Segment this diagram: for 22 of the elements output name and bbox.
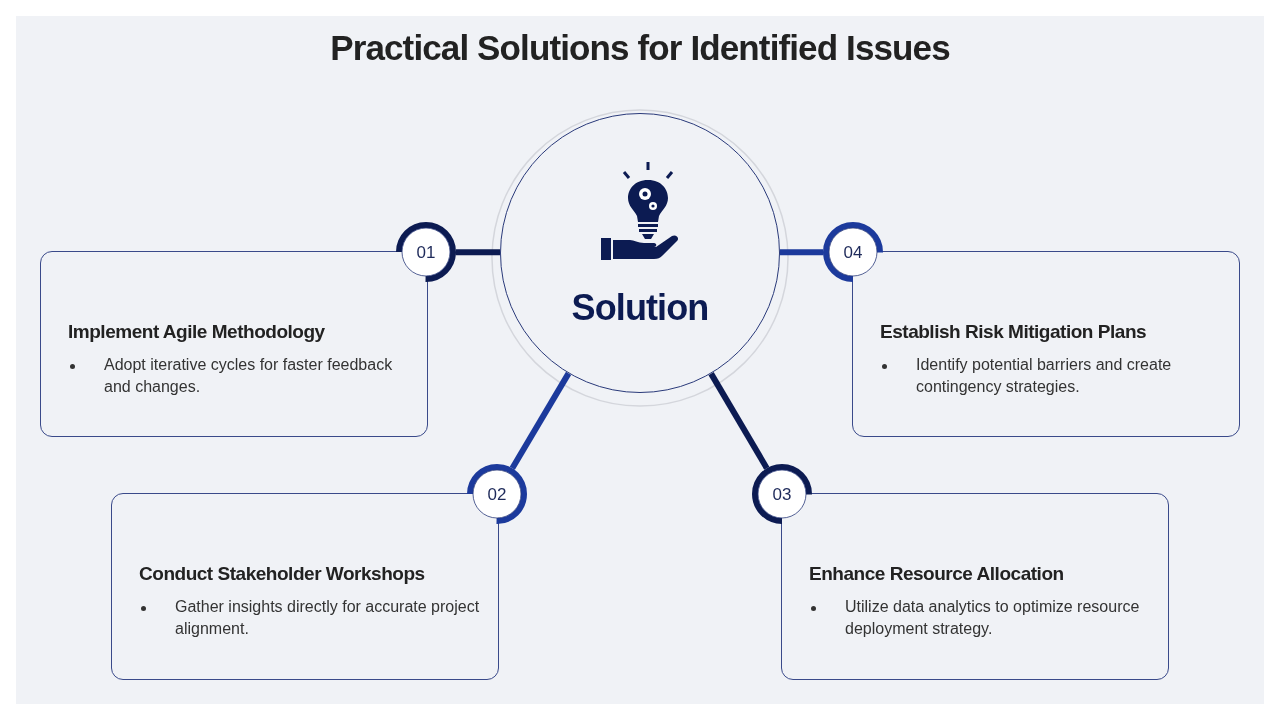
card-heading: Implement Agile Methodology — [68, 320, 325, 344]
card-description: Identify potential barriers and create contingency strategies. — [916, 355, 1173, 397]
step-number: 03 — [772, 485, 792, 503]
number-circle — [467, 464, 527, 524]
card-description: Gather insights directly for accurate project alignment. — [175, 597, 481, 639]
card-heading: Enhance Resource Allocation — [809, 562, 1064, 586]
number-circle — [396, 222, 456, 282]
step-number: 04 — [843, 243, 863, 261]
card-heading: Establish Risk Mitigation Plans — [880, 320, 1147, 344]
connector-line — [780, 249, 823, 256]
card-heading: Conduct Stakeholder Workshops — [139, 562, 425, 586]
slide-title: Practical Solutions for Identified Issues — [329, 27, 951, 69]
connector-line — [708, 372, 770, 470]
number-circle — [752, 464, 812, 524]
card-description: Utilize data analytics to optimize resource deployment strategy. — [845, 597, 1141, 639]
step-number: 02 — [487, 485, 507, 503]
card-description: Adopt iterative cycles for faster feedback and changes. — [104, 355, 394, 397]
connector-line — [456, 249, 501, 256]
step-number: 01 — [416, 243, 436, 261]
center-label: Solution — [570, 290, 710, 326]
number-circle — [823, 222, 883, 282]
connector-line — [509, 371, 572, 470]
